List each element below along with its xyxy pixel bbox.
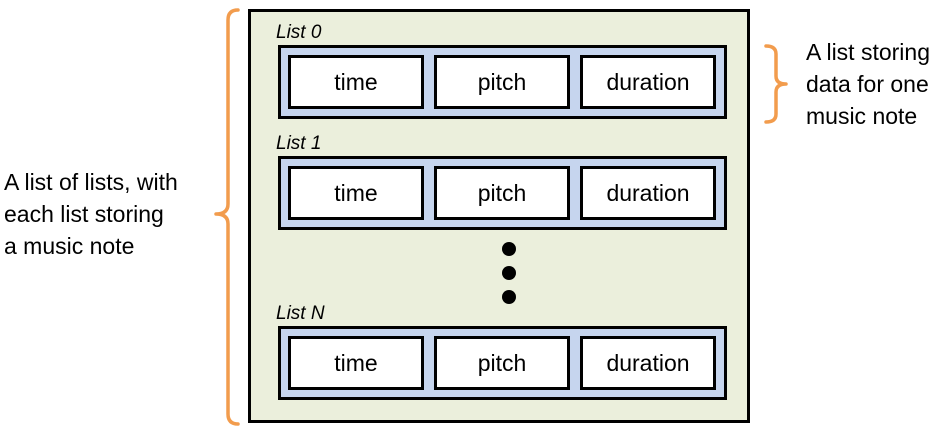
list-0-pitch-field: pitch (434, 55, 570, 109)
ellipsis-dot-1 (502, 242, 516, 256)
list-n-label: List N (276, 303, 325, 324)
right-annotation-line-2: data for one (806, 71, 929, 97)
list-1: time pitch duration (278, 156, 727, 230)
ellipsis-dot-3 (502, 290, 516, 304)
left-annotation-line-2: each list storing (4, 201, 164, 227)
right-bracket (764, 44, 788, 124)
right-annotation-line-1: A list storing (806, 39, 930, 65)
list-0: time pitch duration (278, 45, 727, 119)
list-n-duration-field: duration (580, 336, 716, 390)
left-annotation-line-3: a music note (4, 233, 135, 259)
left-annotation: A list of lists, with each list storing … (4, 166, 214, 262)
left-bracket (214, 8, 240, 426)
list-of-lists-container: List 0 time pitch duration List 1 time p… (248, 9, 750, 423)
left-annotation-line-1: A list of lists, with (4, 169, 178, 195)
list-1-duration-field: duration (580, 166, 716, 220)
list-1-label: List 1 (276, 133, 322, 154)
list-n-time-field: time (288, 336, 424, 390)
list-0-duration-field: duration (580, 55, 716, 109)
list-1-pitch-field: pitch (434, 166, 570, 220)
ellipsis-dot-2 (502, 266, 516, 280)
list-n: time pitch duration (278, 326, 727, 400)
list-0-time-field: time (288, 55, 424, 109)
list-n-pitch-field: pitch (434, 336, 570, 390)
list-1-time-field: time (288, 166, 424, 220)
right-annotation-line-3: music note (806, 103, 918, 129)
list-0-label: List 0 (276, 22, 322, 43)
right-annotation: A list storing data for one music note (806, 36, 951, 132)
